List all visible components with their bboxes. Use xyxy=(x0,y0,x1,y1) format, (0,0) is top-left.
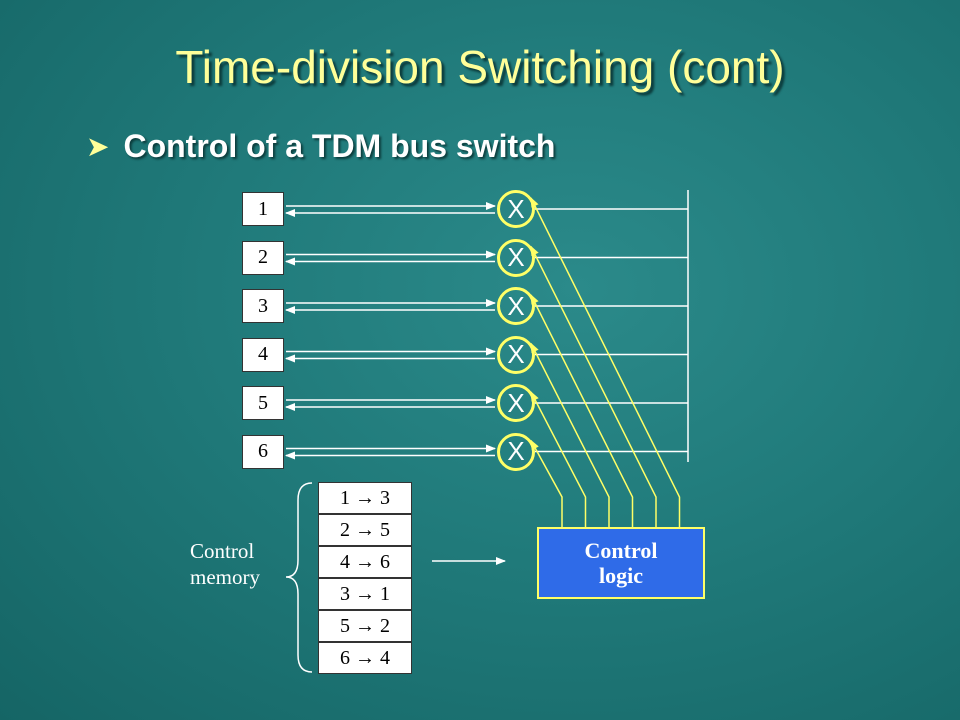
arrowhead-bullet-icon: ➤ xyxy=(86,131,110,162)
slide-title: Time-division Switching (cont) xyxy=(175,41,785,93)
port-box-4: 4 xyxy=(242,337,284,372)
control-logic-line1: Control xyxy=(584,538,658,563)
crosspoint-switch-5: X xyxy=(497,384,535,422)
control-memory-entry-3: 4 → 6 xyxy=(318,546,412,578)
crosspoint-switch-6: X xyxy=(497,432,535,471)
control-memory-entry-1: 1 → 3 xyxy=(318,482,412,514)
port-box-3: 3 xyxy=(242,289,284,323)
crosspoint-switch-1: X xyxy=(497,190,535,228)
port-box-6: 6 xyxy=(242,434,284,469)
control-signal-line-4 xyxy=(530,342,610,527)
port-box-1: 1 xyxy=(242,192,284,226)
control-signal-line-6 xyxy=(530,439,563,527)
control-memory-label-line2: memory xyxy=(190,565,260,589)
crosspoint-switch-3: X xyxy=(497,287,535,325)
control-memory-entry-6: 6 → 4 xyxy=(318,642,412,674)
control-signal-line-1 xyxy=(530,197,681,527)
crosspoint-switch-2: X xyxy=(497,238,535,277)
control-memory-label-line1: Control xyxy=(190,539,255,563)
control-memory-label: Control memory xyxy=(190,538,260,590)
control-logic-line2: logic xyxy=(599,563,643,588)
crosspoint-switch-4: X xyxy=(497,335,535,374)
control-signal-line-5 xyxy=(530,391,587,527)
bullet-item: ➤ Control of a TDM bus switch xyxy=(86,128,555,165)
control-logic-box: Control logic xyxy=(537,527,705,599)
memory-brace xyxy=(285,482,313,673)
control-memory-entry-4: 3 → 1 xyxy=(318,578,412,610)
control-signal-line-3 xyxy=(530,294,634,527)
control-memory-entry-2: 2 → 5 xyxy=(318,514,412,546)
port-box-2: 2 xyxy=(242,240,284,275)
port-box-5: 5 xyxy=(242,386,284,420)
control-signal-line-2 xyxy=(530,245,657,527)
bullet-text: Control of a TDM bus switch xyxy=(123,128,556,164)
control-memory-entry-5: 5 → 2 xyxy=(318,610,412,642)
